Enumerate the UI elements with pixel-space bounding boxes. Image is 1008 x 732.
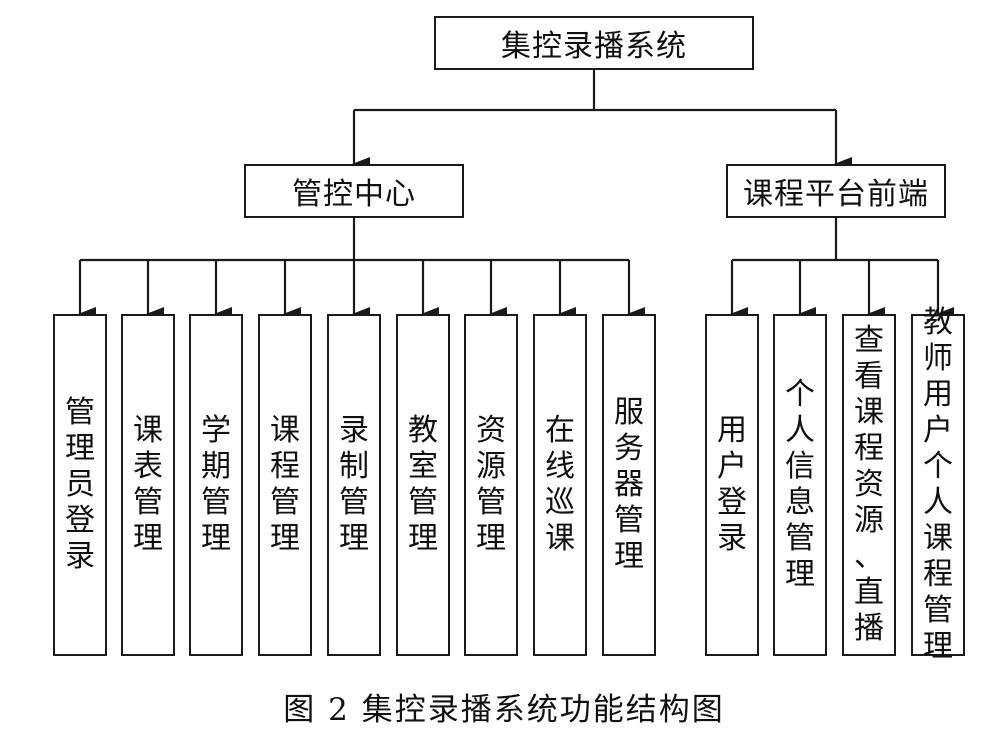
leaf-node-control-center-5: 录制管理 [327,314,381,656]
leaf-label: 课表管理 [133,413,163,556]
leaf-label: 用户登录 [717,413,747,556]
leaf-node-course-frontend-1: 用户登录 [705,314,759,656]
leaf-node-course-frontend-4: 教师用户个人课程管理 [911,305,965,664]
group-label-control-center: 管控中心 [292,177,416,212]
leaf-label: 学期管理 [201,413,231,556]
figure-caption: 图 2 集控录播系统功能结构图 [283,692,725,728]
leaf-node-control-center-8: 在线巡课 [533,314,587,656]
leaf-label: 教师用户个人课程管理 [923,305,953,664]
leaf-label: 查看课程资源、直播 [854,323,884,646]
leaf-label: 服务器管理 [614,395,644,574]
leaf-label: 录制管理 [339,413,369,556]
leaf-node-control-center-2: 课表管理 [121,314,175,656]
group-node-course-frontend: 课程平台前端 [726,164,946,218]
leaf-node-control-center-7: 资源管理 [464,314,518,656]
leaf-label: 课程管理 [270,413,300,556]
leaf-node-course-frontend-3: 查看课程资源、直播 [842,314,896,656]
leaf-label: 个人信息管理 [785,377,815,592]
leaf-label: 管理员登录 [65,395,95,574]
leaf-node-control-center-6: 教室管理 [396,314,450,656]
leaf-label: 资源管理 [476,413,506,556]
leaf-node-control-center-1: 管理员登录 [53,314,107,656]
leaf-label: 在线巡课 [545,413,575,556]
leaf-node-control-center-9: 服务器管理 [602,314,656,656]
group-label-course-frontend: 课程平台前端 [743,177,929,212]
leaf-label: 教室管理 [408,413,438,556]
leaf-node-control-center-4: 课程管理 [258,314,312,656]
leaf-node-course-frontend-2: 个人信息管理 [773,314,827,656]
root-label: 集控录播系统 [501,29,687,64]
root-node: 集控录播系统 [434,16,754,70]
leaf-node-control-center-3: 学期管理 [189,314,243,656]
group-node-control-center: 管控中心 [244,164,464,218]
